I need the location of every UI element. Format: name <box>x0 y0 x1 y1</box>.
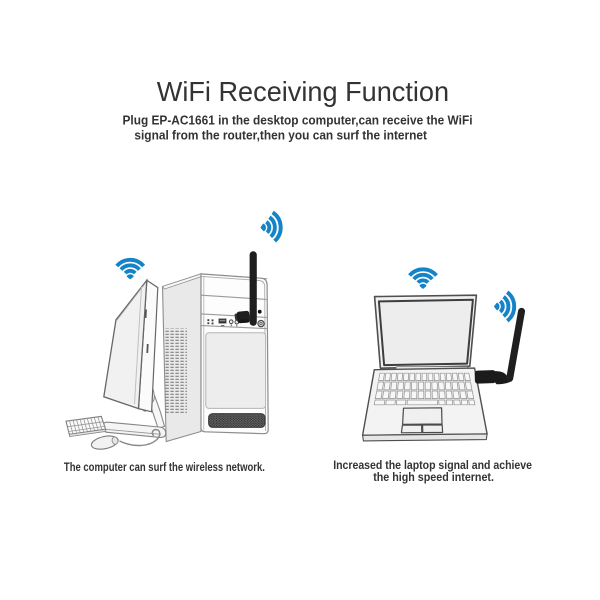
svg-text:WiFi Receiving Function: WiFi Receiving Function <box>157 76 449 107</box>
svg-text:the high speed internet.: the high speed internet. <box>373 470 494 484</box>
svg-text:Plug EP-AC1661 in the desktop: Plug EP-AC1661 in the desktop computer,c… <box>123 113 473 128</box>
svg-text:signal from the router,then yo: signal from the router,then you can surf… <box>134 128 427 143</box>
svg-text:Increased the laptop signal an: Increased the laptop signal and achieve <box>333 458 532 472</box>
svg-text:The computer can surf the wire: The computer can surf the wireless netwo… <box>64 460 265 474</box>
